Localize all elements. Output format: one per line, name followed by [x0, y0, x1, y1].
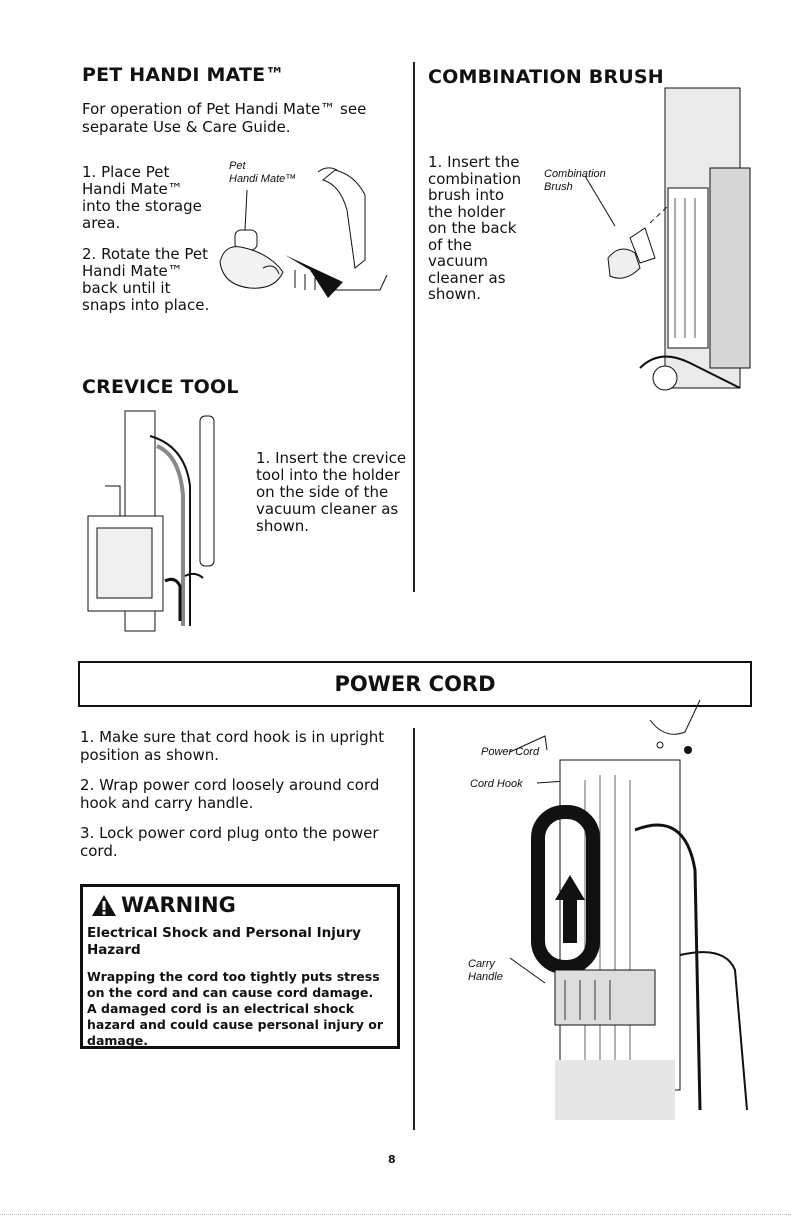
- power-cord-banner: POWER CORD: [78, 661, 752, 707]
- cord-hook-callout: Cord Hook: [470, 778, 523, 790]
- pet-handi-mate-intro: For operation of Pet Handi Mate™ see sep…: [82, 100, 367, 136]
- power-cord-step-2: 2. Wrap power cord loosely around cord h…: [80, 776, 380, 812]
- warning-body: Wrapping the cord too tightly puts stres…: [87, 969, 384, 1048]
- crevice-tool-illustration: [87, 410, 215, 632]
- combination-brush-step-1: 1. Insert the combination brush into the…: [428, 153, 522, 303]
- column-divider-bottom: [413, 728, 415, 1130]
- pet-handi-mate-step-2: 2. Rotate the Pet Handi Mate™ back until…: [82, 245, 210, 314]
- combination-brush-heading: COMBINATION BRUSH: [428, 66, 664, 88]
- crevice-tool-step-1: 1. Insert the crevice tool into the hold…: [256, 449, 407, 535]
- bottom-scan-line: [0, 1214, 791, 1215]
- carry-handle-callout: Carry Handle: [468, 958, 503, 983]
- combination-brush-callout: Combination Brush: [544, 168, 606, 193]
- warning-triangle-icon: [92, 894, 116, 916]
- pet-handi-mate-heading: PET HANDI MATE™: [82, 64, 285, 86]
- combination-brush-illustration: [584, 87, 751, 391]
- crevice-tool-heading: CREVICE TOOL: [82, 376, 239, 398]
- warning-title: WARNING: [121, 893, 236, 917]
- power-cord-step-3: 3. Lock power cord plug onto the power c…: [80, 824, 379, 860]
- pet-handi-mate-step-1: 1. Place Pet Handi Mate™ into the storag…: [82, 163, 202, 232]
- pet-handi-mate-callout: Pet Handi Mate™: [229, 160, 297, 185]
- warning-header: WARNING: [91, 893, 393, 917]
- warning-box: WARNING Electrical Shock and Personal In…: [80, 884, 400, 1049]
- page-number: 8: [388, 1153, 396, 1166]
- column-divider-top: [413, 62, 415, 592]
- warning-subtitle: Electrical Shock and Personal Injury Haz…: [87, 925, 361, 958]
- power-cord-step-1: 1. Make sure that cord hook is in uprigh…: [80, 728, 385, 764]
- power-cord-illustration: [509, 699, 748, 1120]
- pet-handi-mate-illustration: [219, 167, 388, 298]
- power-cord-heading: POWER CORD: [334, 672, 496, 696]
